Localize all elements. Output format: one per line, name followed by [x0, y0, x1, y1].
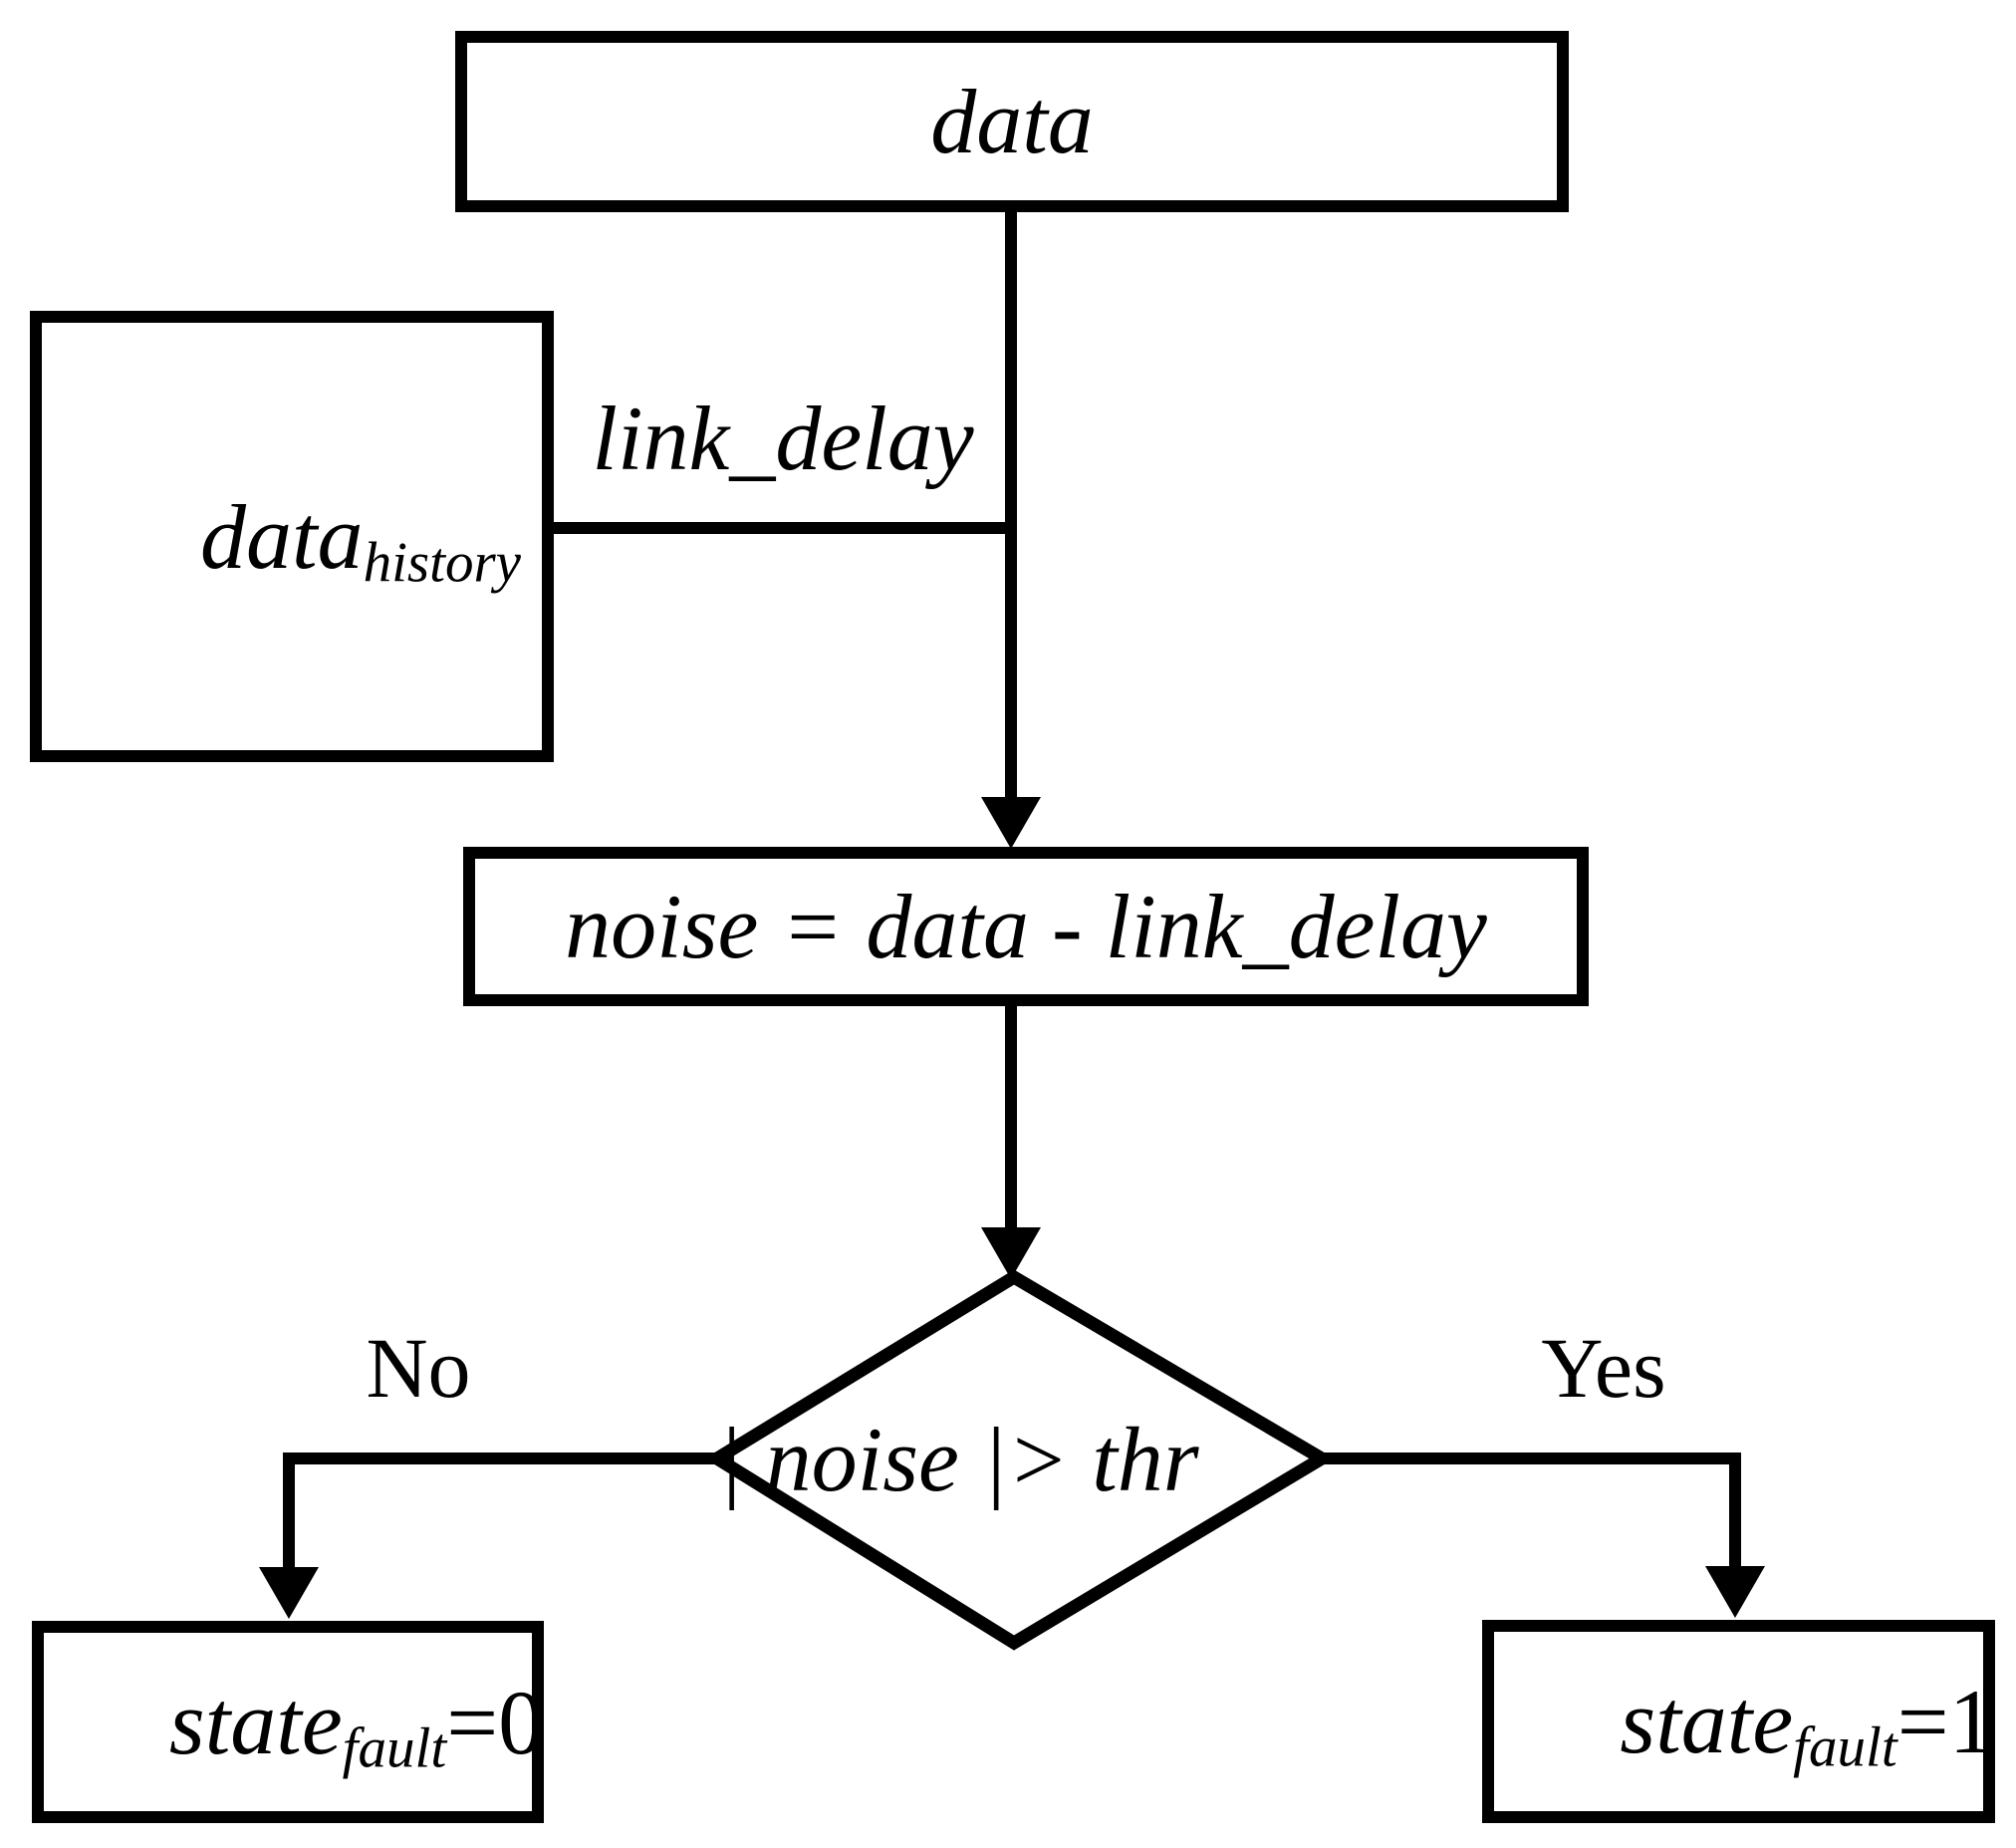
edge-data-to-noise [1005, 212, 1017, 802]
fault-one-node: statefault=1 [1482, 1620, 1995, 1823]
link-delay-edge-label: link_delay [592, 388, 974, 489]
yes-branch-label: Yes [1541, 1320, 1666, 1416]
fault-one-value: =1 [1896, 1671, 1995, 1772]
arrowhead-into-fault-one-box [1705, 1566, 1765, 1618]
data-history-label: datahistory [63, 399, 521, 674]
fault-zero-subscript: fault [342, 1716, 447, 1780]
fault-zero-base: state [168, 1671, 343, 1773]
data-node: data [455, 31, 1569, 212]
data-node-label: data [930, 71, 1094, 172]
fault-one-label: statefault=1 [1482, 1584, 1994, 1848]
fault-zero-node: statefault=0 [32, 1621, 544, 1823]
fault-zero-label: statefault=0 [32, 1585, 544, 1848]
data-history-subscript: history [363, 531, 521, 595]
no-branch-label: No [366, 1320, 471, 1416]
arrowhead-into-noise-box [981, 797, 1041, 849]
edge-history-to-main-line [554, 522, 1017, 534]
edge-no-branch-vertical [283, 1452, 295, 1572]
edge-yes-branch-vertical [1729, 1452, 1741, 1571]
edge-yes-branch-horizontal [1313, 1452, 1741, 1464]
fault-one-base: state [1620, 1671, 1794, 1772]
fault-zero-value: =0 [446, 1671, 545, 1773]
arrowhead-into-fault-zero-box [259, 1567, 319, 1619]
decision-label: | noise |> thr [717, 1409, 1199, 1510]
data-history-base: data [200, 485, 364, 588]
decision-diamond-shape [704, 1269, 1335, 1651]
decision-diamond [704, 1269, 1335, 1651]
noise-node: noise = data - link_delay [463, 847, 1589, 1006]
arrowhead-into-decision [981, 1227, 1041, 1279]
noise-node-label: noise = data - link_delay [565, 876, 1487, 977]
fault-one-subscript: fault [1793, 1716, 1897, 1779]
data-history-node: datahistory [30, 311, 554, 762]
edge-noise-to-decision [1005, 1006, 1017, 1232]
edge-no-branch-horizontal [283, 1452, 723, 1464]
